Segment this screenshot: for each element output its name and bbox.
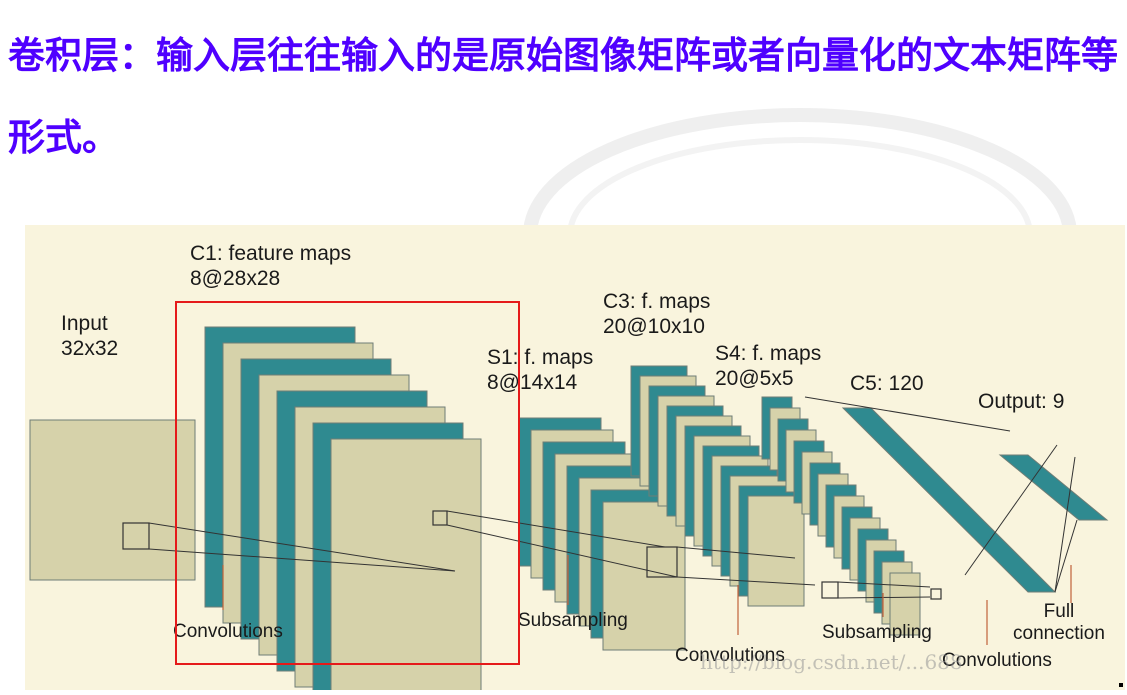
input-receptive-field (122, 522, 150, 550)
projection-line (446, 510, 666, 548)
projection-line (964, 444, 1058, 576)
output-layer (998, 454, 1109, 521)
c1-map (330, 438, 482, 690)
op-full-connection: Full connection (1013, 601, 1105, 644)
c3-receptive-field (821, 581, 839, 599)
projection-line (148, 522, 456, 572)
projection-line (804, 396, 1011, 432)
op-convolutions-3: Convolutions (942, 650, 1052, 671)
projection-line (676, 576, 816, 586)
label-c5: C5: 120 (850, 372, 924, 395)
input-image (29, 419, 196, 581)
c1-receptive-field (432, 510, 448, 526)
projection-line (446, 524, 678, 578)
projection-line (837, 581, 931, 588)
c3-map (747, 495, 805, 607)
corner-mark (1119, 683, 1123, 687)
s4-map (889, 572, 921, 636)
network-drawing (29, 326, 1109, 690)
watermark-emblem (523, 108, 1077, 245)
label-output: Output: 9 (978, 390, 1065, 413)
projection-line (676, 546, 796, 559)
projection-line (148, 548, 456, 572)
slide-title: 卷积层：输入层往往输入的是原始图像矩阵或者向量化的文本矩阵等形式。 (8, 33, 1118, 159)
op-subsampling-2: Subsampling (822, 622, 932, 643)
s4-receptive-field (930, 588, 942, 600)
watermark-url: http://blog.csdn.net/...688 (700, 650, 963, 674)
projection-line (837, 596, 931, 599)
op-convolutions-1: Convolutions (173, 621, 283, 642)
op-subsampling-1: Subsampling (518, 610, 628, 631)
op-convolutions-2: Convolutions (675, 645, 785, 666)
c1-highlight-box (175, 301, 520, 665)
projection-line (1054, 519, 1078, 593)
projection-line (1054, 456, 1076, 593)
